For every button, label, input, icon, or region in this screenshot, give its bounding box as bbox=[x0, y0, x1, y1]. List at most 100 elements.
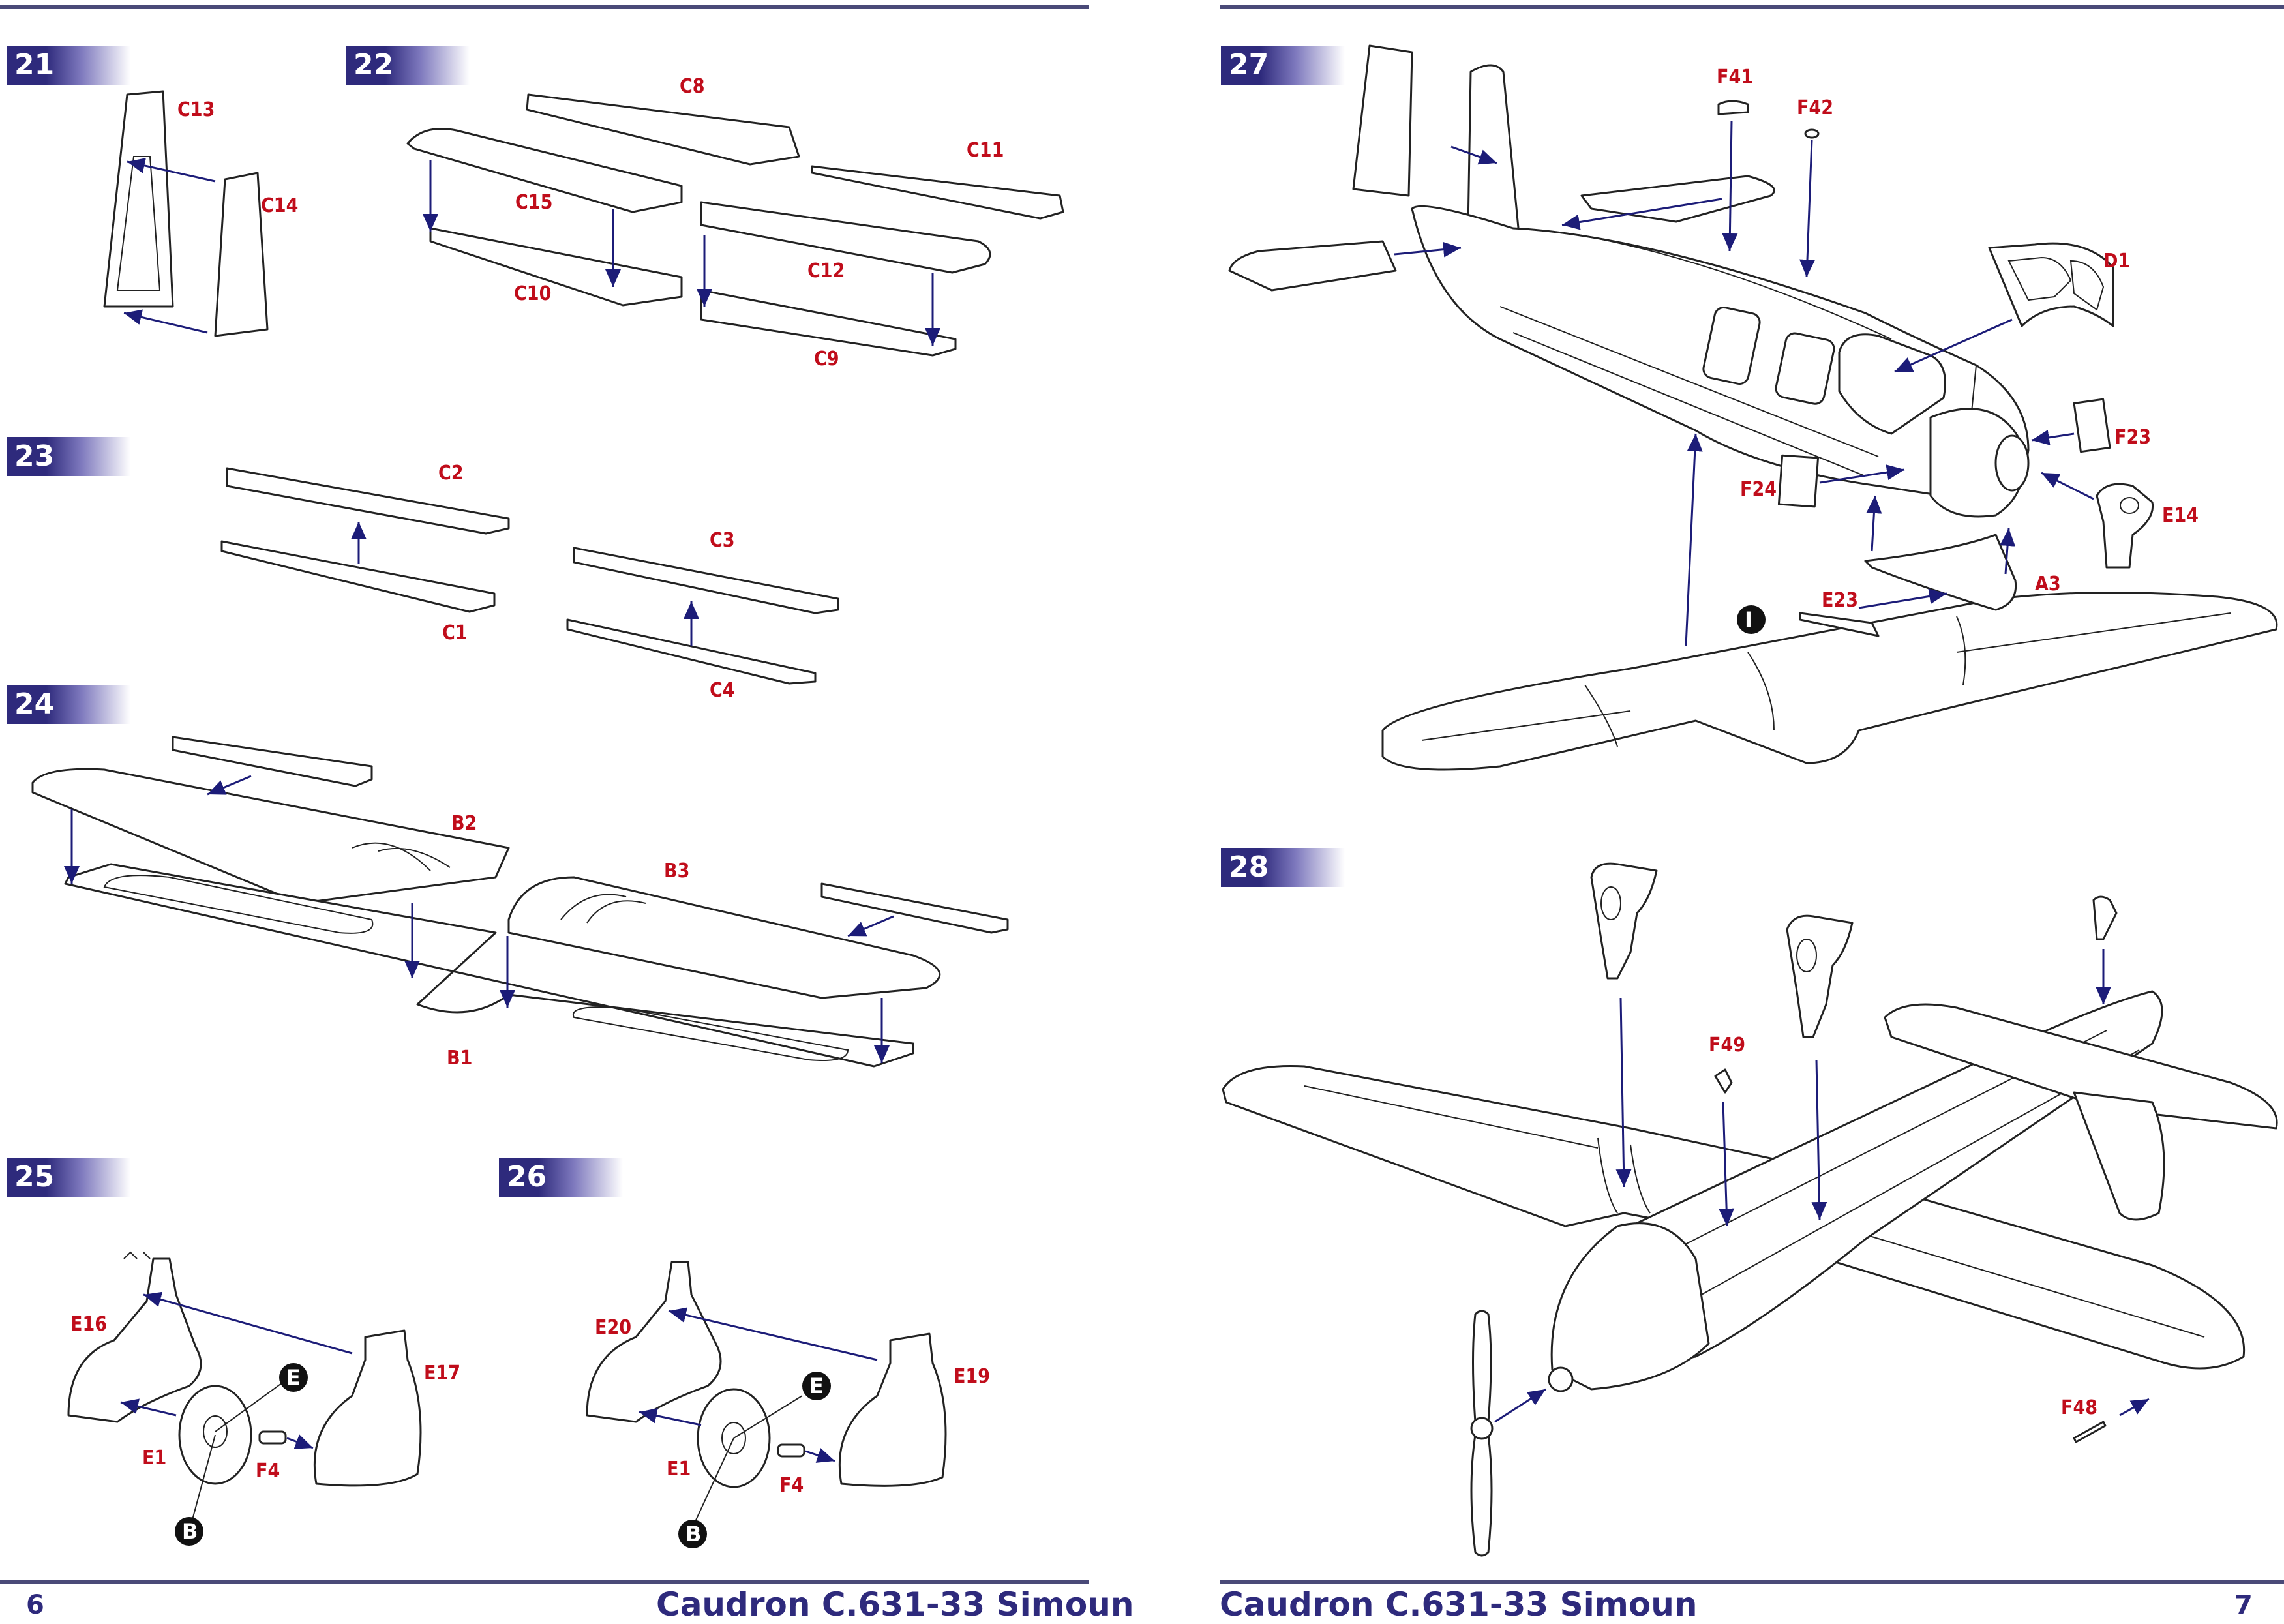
part-label-e19: E19 bbox=[954, 1365, 990, 1388]
stabilizer-part-c15 bbox=[406, 128, 683, 213]
assembly-arrow bbox=[1719, 1102, 1735, 1227]
part-label-a3: A3 bbox=[2035, 573, 2061, 595]
part-label-e16: E16 bbox=[70, 1313, 107, 1336]
part-label-c9: C9 bbox=[814, 348, 839, 370]
part-label-c10: C10 bbox=[514, 282, 551, 305]
assembly-arrow bbox=[1799, 140, 1816, 278]
canopy-frame bbox=[1838, 333, 1946, 435]
fin-part-c13 bbox=[103, 90, 174, 308]
aileron-part-c2 bbox=[226, 467, 510, 535]
step-number: 22 bbox=[353, 48, 394, 82]
part-label-f4: F4 bbox=[779, 1474, 804, 1497]
bottom-rule-right bbox=[1220, 1580, 2284, 1584]
part-label-d1: D1 bbox=[2103, 250, 2130, 273]
assembly-arrow bbox=[1722, 120, 1738, 252]
part-label-c11: C11 bbox=[967, 139, 1004, 162]
marker-i: I bbox=[1737, 605, 1766, 634]
rod-part-f48 bbox=[2073, 1421, 2107, 1443]
aircraft-horizontal-stabilizer bbox=[1884, 1003, 2278, 1130]
step-badge-27: 27 bbox=[1221, 46, 1345, 85]
part-label-c15: C15 bbox=[515, 191, 552, 214]
part-label-c13: C13 bbox=[177, 98, 215, 121]
main-wing bbox=[1381, 592, 2278, 771]
vertical-fin bbox=[1466, 64, 1521, 269]
step-badge-28: 28 bbox=[1221, 848, 1345, 887]
step-badge-25: 25 bbox=[7, 1158, 130, 1197]
stabilizer-right bbox=[1580, 175, 1775, 223]
undercarriage-leg bbox=[1786, 914, 1854, 1038]
assembly-arrow bbox=[1561, 198, 1722, 230]
assembly-arrow bbox=[207, 775, 252, 796]
stabilizer-part-c9 bbox=[700, 289, 957, 357]
step-number: 28 bbox=[1229, 850, 1269, 884]
assembly-arrow bbox=[1811, 1059, 1827, 1220]
stabilizer-left bbox=[1228, 240, 1397, 292]
svg-text:B: B bbox=[182, 1519, 198, 1544]
step-number: 23 bbox=[14, 440, 55, 473]
stabilizer-part-c10 bbox=[429, 227, 683, 307]
stabilizer-part-c11 bbox=[811, 165, 1064, 220]
window-part-f24 bbox=[1777, 454, 1820, 508]
assembly-arrow bbox=[668, 1307, 878, 1361]
step-badge-23: 23 bbox=[7, 437, 130, 476]
assembly-arrow bbox=[123, 309, 208, 334]
window-part-f23 bbox=[2073, 398, 2111, 453]
page-title-left: Caudron C.631-33 Simoun bbox=[656, 1586, 1134, 1623]
marker-b: B bbox=[175, 1517, 203, 1546]
wing-upper-right-b3 bbox=[507, 876, 941, 999]
part-label-c2: C2 bbox=[438, 462, 464, 485]
marker-e: E bbox=[802, 1372, 831, 1400]
part-label-c1: C1 bbox=[442, 622, 468, 644]
part-label-e20: E20 bbox=[595, 1316, 631, 1339]
aircraft-vertical-fin bbox=[2073, 1091, 2165, 1221]
part-label-e1: E1 bbox=[142, 1447, 166, 1469]
assembly-arrow bbox=[120, 1398, 177, 1417]
aileron-part-c1 bbox=[220, 540, 496, 613]
part-label-b2: B2 bbox=[451, 812, 477, 835]
aileron-part bbox=[172, 736, 373, 787]
undercarriage-leg bbox=[1590, 862, 1658, 980]
assembly-arrow bbox=[1394, 241, 1462, 258]
part-label-f48: F48 bbox=[2061, 1396, 2097, 1419]
part-label-f42: F42 bbox=[1797, 97, 1833, 119]
svg-text:E: E bbox=[286, 1365, 301, 1390]
page-title-right: Caudron C.631-33 Simoun bbox=[1220, 1586, 1698, 1623]
top-rule-right bbox=[1220, 5, 2284, 9]
part-label-c3: C3 bbox=[710, 529, 735, 552]
step-number: 27 bbox=[1229, 48, 1269, 82]
wheel-spat-half-e20 bbox=[586, 1261, 722, 1423]
stabilizer-part-c12 bbox=[700, 201, 991, 274]
aileron-part bbox=[820, 882, 1009, 934]
assembly-arrow bbox=[143, 1291, 353, 1355]
part-label-c14: C14 bbox=[261, 194, 298, 217]
assembly-arrow bbox=[1685, 433, 1703, 646]
assembly-arrow bbox=[2031, 430, 2075, 445]
part-label-b1: B1 bbox=[447, 1047, 472, 1070]
axle-part-f4 bbox=[777, 1443, 805, 1458]
pitot-part-f49 bbox=[1714, 1068, 1733, 1094]
part-label-c8: C8 bbox=[680, 75, 705, 98]
aircraft-engine-cowling bbox=[1548, 1222, 1710, 1392]
marker-e: E bbox=[279, 1363, 308, 1392]
part-label-b3: B3 bbox=[664, 860, 689, 882]
part-label-f23: F23 bbox=[2114, 426, 2151, 449]
assembly-arrow bbox=[1615, 997, 1632, 1188]
step-badge-24: 24 bbox=[7, 685, 130, 724]
step-number: 26 bbox=[507, 1160, 547, 1194]
rudder-part bbox=[1352, 44, 1413, 197]
assembly-arrow bbox=[1866, 495, 1882, 552]
propeller bbox=[1470, 1310, 1494, 1557]
assembly-arrow bbox=[805, 1448, 835, 1463]
part-label-f4: F4 bbox=[256, 1460, 280, 1482]
part-label-f49: F49 bbox=[1709, 1034, 1745, 1057]
part-label-c4: C4 bbox=[710, 679, 735, 702]
part-label-c12: C12 bbox=[807, 260, 845, 282]
step-number: 24 bbox=[14, 687, 55, 721]
wing-upper-left-b2 bbox=[31, 768, 510, 905]
assembly-arrow bbox=[639, 1407, 702, 1426]
light-part-f42 bbox=[1804, 128, 1820, 139]
wing-lower-b1 bbox=[64, 863, 914, 1068]
axle-part-f4 bbox=[258, 1430, 287, 1445]
svg-text:E: E bbox=[809, 1374, 824, 1398]
